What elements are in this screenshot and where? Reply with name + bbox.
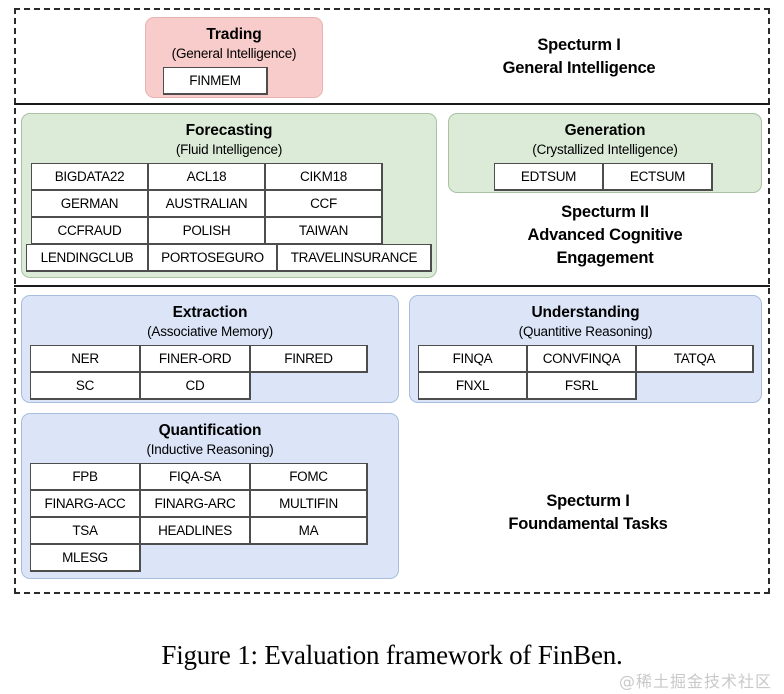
group-title-understanding: Understanding (531, 304, 640, 321)
group-title-trading: Trading (206, 26, 262, 43)
dataset-grid-quantification: FPB FIQA-SA FOMC FINARG-ACC FINARG-ARC M… (22, 463, 398, 572)
dataset-cell-convfinqa[interactable]: CONVFINQA (527, 345, 637, 373)
dataset-cell-ccf[interactable]: CCF (265, 190, 383, 218)
group-title-generation: Generation (564, 122, 646, 139)
group-panel-forecasting: Forecasting (Fluid Intelligence) BIGDATA… (21, 113, 437, 278)
spectrum-label-advanced: Specturm II Advanced Cognitive Engagemen… (448, 201, 762, 270)
spectrum-label-foundamental: Specturm I Foundamental Tasks (414, 490, 762, 536)
table-row: MLESG (22, 544, 398, 572)
spectrum-label-line2: Advanced Cognitive (527, 226, 683, 244)
group-panel-generation: Generation (Crystallized Intelligence) E… (448, 113, 762, 193)
spectrum-divider-2 (14, 285, 770, 287)
group-subtitle-extraction: (Associative Memory) (147, 324, 273, 339)
dataset-cell-finqa[interactable]: FINQA (418, 345, 528, 373)
spectrum-band-advanced: Forecasting (Fluid Intelligence) BIGDATA… (14, 103, 768, 285)
dataset-cell-travelinsurance[interactable]: TRAVELINSURANCE (277, 244, 432, 272)
frame-left-border (14, 8, 16, 594)
spectrum-label-line1: Specturm I (546, 492, 630, 510)
dataset-cell-sc[interactable]: SC (30, 372, 141, 400)
group-panel-quantification: Quantification (Inductive Reasoning) FPB… (21, 413, 399, 579)
spectrum-label-line2: Foundamental Tasks (508, 515, 668, 533)
dataset-cell-acl18[interactable]: ACL18 (148, 163, 266, 191)
table-row: FPB FIQA-SA FOMC (22, 463, 398, 491)
dataset-cell-polish[interactable]: POLISH (148, 217, 266, 245)
dataset-cell-fsrl[interactable]: FSRL (527, 372, 637, 400)
dataset-cell-ner[interactable]: NER (30, 345, 141, 373)
dataset-cell-headlines[interactable]: HEADLINES (140, 517, 251, 545)
dataset-cell-ectsum[interactable]: ECTSUM (603, 163, 713, 191)
dataset-cell-fiqa-sa[interactable]: FIQA-SA (140, 463, 251, 491)
dataset-grid-understanding: FINQA CONVFINQA TATQA FNXL FSRL (410, 345, 761, 400)
group-subtitle-forecasting: (Fluid Intelligence) (175, 142, 283, 157)
table-row: FINARG-ACC FINARG-ARC MULTIFIN (22, 490, 398, 518)
dataset-cell-finmem[interactable]: FINMEM (163, 67, 268, 95)
dataset-grid-generation: EDTSUM ECTSUM (449, 163, 761, 191)
dataset-cell-fnxl[interactable]: FNXL (418, 372, 528, 400)
dataset-cell-mlesg[interactable]: MLESG (30, 544, 141, 572)
table-row: LENDINGCLUB PORTOSEGURO TRAVELINSURANCE (22, 244, 436, 272)
dataset-cell-cd[interactable]: CD (140, 372, 251, 400)
dataset-cell-bigdata22[interactable]: BIGDATA22 (31, 163, 149, 191)
table-row: TSA HEADLINES MA (22, 517, 398, 545)
spectrum-divider-1 (14, 103, 770, 105)
spectrum-label-line1: Specturm I (537, 36, 621, 54)
spectrum-label-general: Specturm I General Intelligence (414, 34, 744, 80)
dataset-cell-finarg-acc[interactable]: FINARG-ACC (30, 490, 141, 518)
table-row: NER FINER-ORD FINRED (22, 345, 398, 373)
table-row: SC CD (22, 372, 398, 400)
group-subtitle-understanding: (Quantitive Reasoning) (518, 324, 653, 339)
table-row: FINMEM (146, 67, 322, 95)
group-title-forecasting: Forecasting (185, 122, 273, 139)
dataset-cell-edtsum[interactable]: EDTSUM (494, 163, 604, 191)
dataset-cell-german[interactable]: GERMAN (31, 190, 149, 218)
dataset-cell-tsa[interactable]: TSA (30, 517, 141, 545)
group-panel-trading: Trading (General Intelligence) FINMEM (145, 17, 323, 98)
table-row: GERMAN AUSTRALIAN CCF (22, 190, 436, 218)
dataset-cell-portoseguro[interactable]: PORTOSEGURO (148, 244, 278, 272)
group-title-quantification: Quantification (158, 422, 262, 439)
group-subtitle-generation: (Crystallized Intelligence) (532, 142, 678, 157)
dataset-cell-lendingclub[interactable]: LENDINGCLUB (26, 244, 149, 272)
dataset-grid-extraction: NER FINER-ORD FINRED SC CD (22, 345, 398, 400)
spectrum-label-line2: General Intelligence (502, 59, 656, 77)
dataset-cell-ccfraud[interactable]: CCFRAUD (31, 217, 149, 245)
group-subtitle-quantification: (Inductive Reasoning) (146, 442, 274, 457)
table-row: FNXL FSRL (410, 372, 761, 400)
group-subtitle-trading: (General Intelligence) (171, 46, 297, 61)
group-title-extraction: Extraction (172, 304, 248, 321)
dataset-cell-australian[interactable]: AUSTRALIAN (148, 190, 266, 218)
dataset-cell-finer-ord[interactable]: FINER-ORD (140, 345, 251, 373)
watermark-text: @稀土掘金技术社区 (618, 672, 772, 691)
dataset-cell-taiwan[interactable]: TAIWAN (265, 217, 383, 245)
dataset-grid-trading: FINMEM (146, 67, 322, 95)
figure-caption: Figure 1: Evaluation framework of FinBen… (161, 640, 623, 670)
frame-bottom-border (14, 592, 770, 594)
frame-right-border (768, 8, 770, 594)
spectrum-label-line1: Specturm II (561, 203, 649, 221)
table-row: EDTSUM ECTSUM (449, 163, 761, 191)
table-row: FINQA CONVFINQA TATQA (410, 345, 761, 373)
dataset-cell-multifin[interactable]: MULTIFIN (250, 490, 368, 518)
spectrum-band-general: Trading (General Intelligence) FINMEM Sp… (14, 8, 768, 103)
spectrum-label-line3: Engagement (556, 249, 654, 267)
dataset-cell-cikm18[interactable]: CIKM18 (265, 163, 383, 191)
evaluation-framework-diagram: Trading (General Intelligence) FINMEM Sp… (14, 8, 770, 594)
table-row: CCFRAUD POLISH TAIWAN (22, 217, 436, 245)
group-panel-understanding: Understanding (Quantitive Reasoning) FIN… (409, 295, 762, 403)
dataset-cell-fomc[interactable]: FOMC (250, 463, 368, 491)
frame-top-border (14, 8, 770, 10)
dataset-cell-finred[interactable]: FINRED (250, 345, 368, 373)
spectrum-band-foundamental: Extraction (Associative Memory) NER FINE… (14, 285, 768, 592)
dataset-cell-fpb[interactable]: FPB (30, 463, 141, 491)
table-row: BIGDATA22 ACL18 CIKM18 (22, 163, 436, 191)
dataset-cell-ma[interactable]: MA (250, 517, 368, 545)
dataset-cell-tatqa[interactable]: TATQA (636, 345, 754, 373)
dataset-grid-forecasting: BIGDATA22 ACL18 CIKM18 GERMAN AUSTRALIAN… (22, 163, 436, 272)
dataset-cell-finarg-arc[interactable]: FINARG-ARC (140, 490, 251, 518)
group-panel-extraction: Extraction (Associative Memory) NER FINE… (21, 295, 399, 403)
